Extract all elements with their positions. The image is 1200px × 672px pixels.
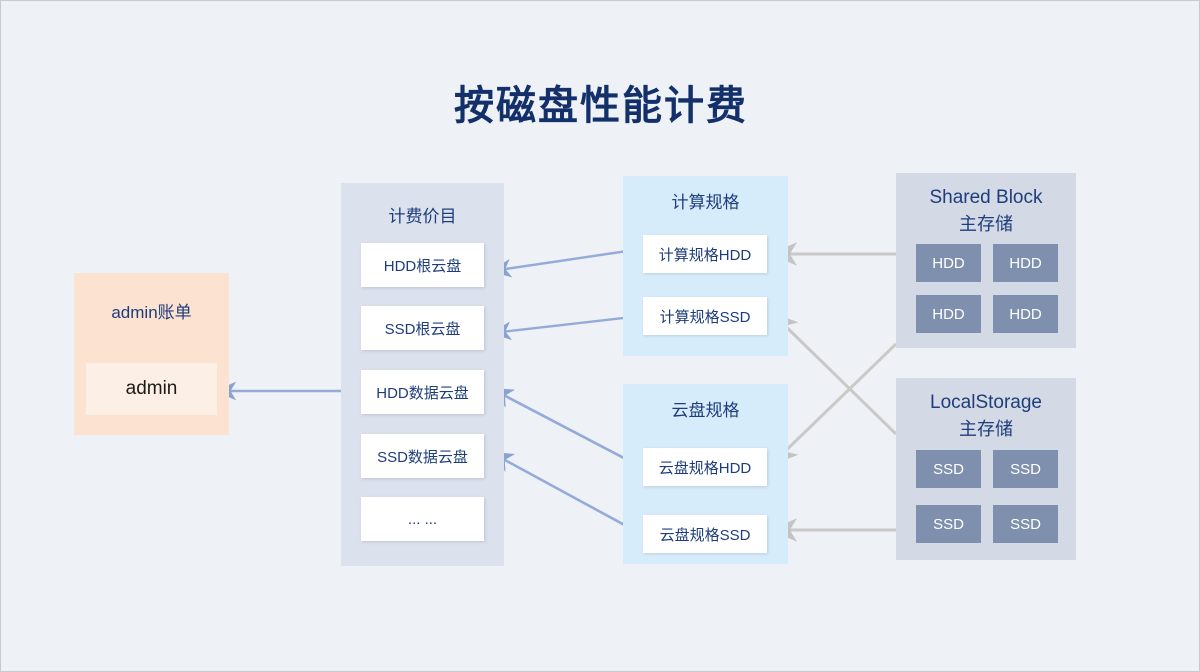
connector-sharedblock-to-diskhdd [770, 342, 898, 466]
panel-compute-spec: 计算规格 计算规格HDD 计算规格SSD [623, 176, 788, 356]
panel-billing-price: 计费价目 HDD根云盘 SSD根云盘 HDD数据云盘 SSD数据云盘 ... .… [341, 183, 504, 566]
panel-local-storage-title: LocalStorage 主存储 [896, 390, 1076, 442]
shared-block-title-line1: Shared Block [929, 187, 1043, 208]
disk-spec-ssd[interactable]: 云盘规格SSD [643, 515, 767, 553]
panel-admin-bill: admin账单 admin [74, 273, 229, 435]
panel-shared-block-storage: Shared Block 主存储 HDD HDD HDD HDD [896, 173, 1076, 348]
compute-spec-ssd[interactable]: 计算规格SSD [643, 297, 767, 335]
price-item-ssd-root[interactable]: SSD根云盘 [361, 306, 484, 350]
price-item-hdd-root[interactable]: HDD根云盘 [361, 243, 484, 287]
local-storage-tile-3[interactable]: SSD [916, 505, 981, 543]
shared-block-tile-2[interactable]: HDD [993, 244, 1058, 282]
panel-billing-price-title: 计费价目 [388, 207, 457, 226]
panel-compute-spec-title: 计算规格 [671, 193, 740, 212]
local-storage-title-line2: 主存储 [959, 419, 1013, 439]
page-title: 按磁盘性能计费 [454, 84, 748, 128]
panel-admin-bill-title: admin账单 [111, 303, 192, 322]
panel-disk-spec-title: 云盘规格 [671, 401, 740, 420]
connector-localstorage-to-computessd [770, 311, 898, 436]
shared-block-title-line2: 主存储 [959, 214, 1013, 234]
price-item-hdd-data[interactable]: HDD数据云盘 [361, 370, 484, 414]
disk-spec-hdd[interactable]: 云盘规格HDD [643, 448, 767, 486]
connector-diskssd-to-ssddata [489, 451, 642, 536]
price-item-more[interactable]: ... ... [361, 497, 484, 541]
panel-shared-block-title: Shared Block 主存储 [896, 185, 1076, 237]
local-storage-tile-1[interactable]: SSD [916, 450, 981, 488]
admin-account-box[interactable]: admin [86, 363, 217, 415]
local-storage-tile-2[interactable]: SSD [993, 450, 1058, 488]
local-storage-title-line1: LocalStorage [930, 392, 1042, 413]
panel-local-storage: LocalStorage 主存储 SSD SSD SSD SSD [896, 378, 1076, 560]
connector-computessd-to-ssdroot [489, 314, 642, 341]
local-storage-tile-4[interactable]: SSD [993, 505, 1058, 543]
connector-diskhdd-to-hdddata [489, 387, 642, 469]
panel-disk-spec: 云盘规格 云盘规格HDD 云盘规格SSD [623, 384, 788, 564]
connector-computehdd-to-hddroot [489, 247, 642, 278]
shared-block-tile-4[interactable]: HDD [993, 295, 1058, 333]
shared-block-tile-3[interactable]: HDD [916, 295, 981, 333]
shared-block-tile-1[interactable]: HDD [916, 244, 981, 282]
price-item-ssd-data[interactable]: SSD数据云盘 [361, 434, 484, 478]
compute-spec-hdd[interactable]: 计算规格HDD [643, 235, 767, 273]
